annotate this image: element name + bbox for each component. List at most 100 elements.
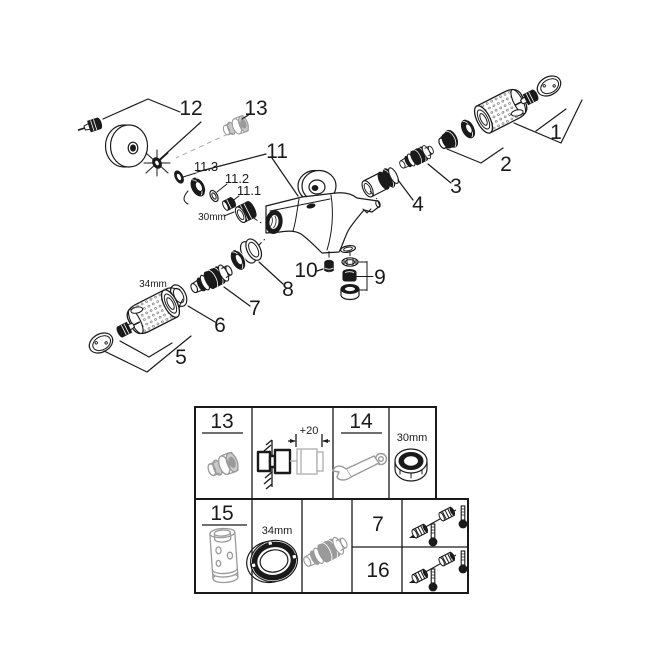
cartridge-icon	[299, 532, 352, 573]
leader-4	[397, 179, 414, 201]
table-cell-7: 7	[372, 506, 467, 546]
leader-30mm	[223, 211, 235, 217]
part-7-thermo-cartridge	[186, 260, 236, 299]
knurled-ring-11	[190, 177, 206, 197]
table-cell-15: 15	[202, 502, 247, 584]
leader-12-a	[102, 98, 181, 120]
spout-outlet	[339, 244, 357, 254]
callout-2: 2	[500, 153, 512, 176]
ghost-extension	[290, 448, 324, 475]
callout-13: 13	[244, 97, 267, 120]
aerator-group: 10 9	[294, 251, 386, 301]
bracket-5-inner	[119, 340, 173, 358]
part-12-wall-escutcheon-group: 12	[75, 97, 203, 177]
part-9-mid	[342, 268, 357, 282]
leader-13	[241, 113, 251, 120]
part-3-cartridge	[396, 141, 437, 173]
bracket-5	[103, 335, 192, 373]
leader-8	[258, 261, 284, 285]
part-8-rings	[230, 238, 263, 270]
right-chain-group: 4 3 2 1	[361, 71, 583, 216]
callout-3: 3	[450, 175, 462, 198]
seal-ring-11-3	[174, 170, 184, 184]
leader-11-1	[230, 195, 240, 203]
insert-11-1	[222, 197, 236, 211]
part-2-knurled-ring	[460, 119, 477, 139]
dim-34mm-label: 34mm	[139, 279, 167, 290]
leader-7	[223, 286, 251, 307]
callout-10: 10	[294, 259, 317, 282]
bracket-9	[355, 261, 374, 291]
nut-30mm	[234, 201, 257, 224]
table-cell-cartridge	[299, 532, 352, 573]
inlet-thread	[265, 210, 283, 234]
bracket-2	[446, 147, 504, 164]
screw-12	[75, 116, 104, 137]
leader-11-2	[216, 183, 228, 193]
axis-dash-nut-body	[251, 216, 264, 225]
leader-10	[316, 268, 324, 272]
part-11-union-group: 11 11.3 11.2 11.1 30mm	[174, 140, 299, 225]
wall-union-b	[273, 448, 292, 475]
callout-9: 9	[374, 266, 386, 289]
clip-wire-11	[183, 190, 189, 205]
table-dim-34mm: 34mm	[262, 525, 293, 537]
table-cell-30mm: 30mm	[394, 432, 428, 482]
table-cell-34mm: 34mm	[246, 525, 298, 584]
table-cell-13: 13	[202, 410, 243, 481]
leader-3	[427, 163, 452, 184]
dim-plus20-label: +20	[300, 425, 319, 437]
bracket-1-inner	[535, 108, 567, 132]
faucet-body	[265, 169, 381, 254]
callout-7: 7	[249, 297, 261, 320]
cap-1	[533, 71, 565, 101]
table-label-7: 7	[372, 513, 384, 536]
part-2-cone-ring	[438, 129, 459, 149]
callout-11-2: 11.2	[225, 171, 249, 186]
valve-thermometer-kit-7	[409, 506, 467, 546]
dim-ticks	[295, 434, 323, 447]
table-label-13: 13	[210, 410, 233, 433]
leader-6	[187, 305, 216, 323]
o-ring-11-2	[209, 189, 219, 203]
callout-8: 8	[282, 278, 294, 301]
sleeve-15-icon	[209, 527, 239, 584]
callout-4: 4	[412, 193, 424, 216]
table-cell-14: 14	[332, 410, 388, 481]
part-10-insert	[324, 259, 334, 273]
wall-union-a	[256, 450, 272, 473]
part-1-grip	[470, 84, 532, 137]
leader-11-3	[182, 172, 197, 178]
dim-30mm-label: 30mm	[198, 212, 226, 223]
table-dim-30mm: 30mm	[397, 432, 428, 444]
table-cell-installation: +20	[256, 425, 330, 490]
table-label-14: 14	[349, 410, 373, 433]
callout-11-3: 11.3	[194, 159, 218, 174]
callout-6: 6	[214, 314, 226, 337]
leader-11-a	[196, 153, 267, 173]
escutcheon-disc-12	[104, 124, 149, 168]
leader-12-b	[158, 121, 202, 161]
body-slot	[306, 203, 316, 209]
left-chain-group: 8 7 6 34mm 5	[85, 238, 294, 373]
extension-13-icon	[204, 450, 241, 481]
leader-11-b	[271, 157, 299, 197]
table-label-16: 16	[366, 559, 389, 582]
callout-1: 1	[550, 121, 562, 144]
ring-34mm-icon	[246, 539, 298, 584]
cap-5	[85, 328, 117, 358]
spares-table: 13 +20 14	[194, 406, 469, 594]
extension-axis-line	[175, 133, 229, 159]
callout-11-1: 11.1	[237, 183, 261, 198]
bracket-1	[513, 99, 583, 144]
callout-12: 12	[179, 97, 202, 120]
nut-30mm-icon	[394, 448, 428, 482]
wrench-icon	[332, 452, 388, 481]
callout-5: 5	[175, 346, 187, 369]
callout-11: 11	[266, 140, 288, 163]
part-13-extension-group: 13	[175, 97, 268, 159]
valve-thermometer-kit-16	[409, 551, 467, 591]
part-4-tube	[361, 167, 399, 198]
